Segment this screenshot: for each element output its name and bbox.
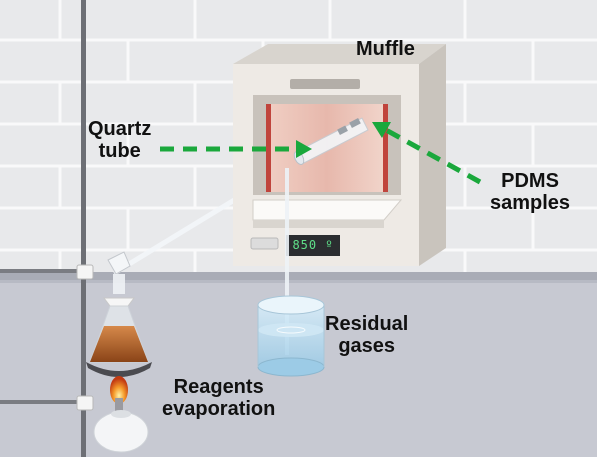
quartz-tube-label: Quartz tube [88,118,151,162]
pdms-samples-label-line1: PDMS [501,170,559,192]
quartz-tube-arrowhead [296,140,312,158]
reagents-evaporation-label-line1: Reagents [173,376,264,398]
muffle-label: Muffle [356,38,415,60]
furnace-temperature-display: 850 º [292,238,334,252]
quartz-tube-label-line1: Quartz [88,118,152,140]
pdms-samples-arrow [384,127,482,185]
muffle-furnace-icon [233,44,446,266]
erlenmeyer-flask-icon [86,185,257,377]
pdms-samples-label-line2: samples [490,192,571,214]
residual-gases-label-line1: Residual [325,313,409,335]
quartz-tube-label-line2: tube [98,140,141,162]
reagents-evaporation-label-line2: evaporation [162,398,276,420]
residual-gases-label-line2: gases [338,335,396,357]
residual-gases-label: Residual gases [325,313,408,357]
ring-stand-icon [0,0,94,457]
pdms-samples-arrowhead [372,122,391,138]
pdms-samples-label: PDMS samples [490,170,570,214]
reagents-evaporation-label: Reagents evaporation [162,376,275,420]
muffle-label-text: Muffle [356,38,415,60]
burner-flame-icon [93,376,149,453]
beaker-icon [257,295,325,377]
